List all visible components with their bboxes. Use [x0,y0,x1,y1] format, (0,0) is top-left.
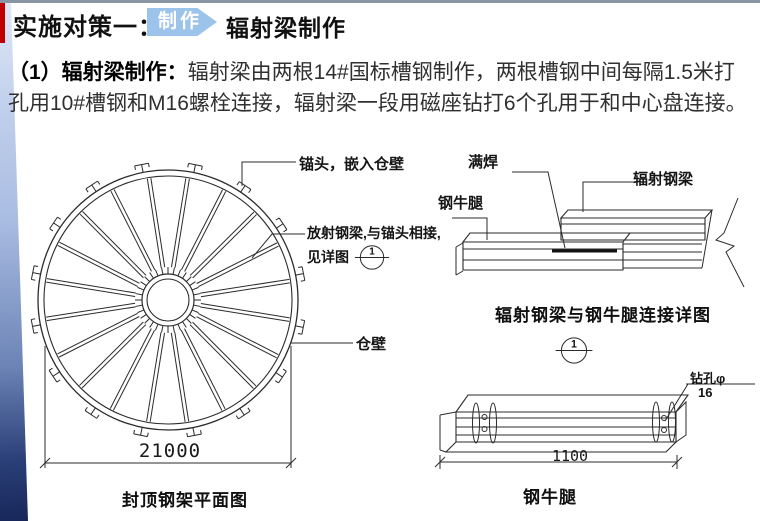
wall-label: 仓壁 [356,336,387,353]
radial-beam-label-line2: 见详图 [307,249,349,265]
chevron-badge: 制作 [147,8,217,36]
left-end-plate [473,403,497,443]
slide-subtitle: 辐射梁制作 [226,15,346,41]
detail-caption: 辐射钢梁与钢牛腿连接详图 [495,306,711,325]
plan-dimension-value: 21000 [138,440,202,462]
detail-number-icon: 1 [554,335,594,365]
anchor-label: 锚头，嵌入仓壁 [299,156,405,173]
corbel-dimension-value: 1100 [551,447,589,465]
header-accent-bar [0,3,5,43]
beam-label-leader-line [583,182,633,212]
paragraph-lead: （1）辐射梁制作： [8,61,188,84]
corbel-iso-drawing [440,395,688,452]
svg-text:1: 1 [369,247,375,258]
chevron-label: 制作 [158,11,203,32]
weld-label: 满焊 [468,154,499,171]
weld-leader-line [512,172,565,248]
corbel-caption: 钢牛腿 [523,488,577,507]
slide-title: 实施对策一： [13,14,163,41]
paragraph-body: 辐射梁由两根14#国标槽钢制作，两根槽钢中间每隔1.5米打孔用10#槽钢和M16… [8,61,747,115]
corbel-dimension-lines [435,455,682,469]
anchor-leader-line [242,162,296,186]
wheel-drawing [31,163,305,437]
top-rule [0,0,760,3]
svg-text:1: 1 [571,339,577,351]
hole-label-top: 钻孔φ [690,371,726,386]
corbel-diagram-svg [430,365,760,480]
break-symbol [716,198,744,287]
detail-reference-icon: 1 [354,243,390,271]
beam-leader-line [252,234,305,258]
radiation-beam-label: 辐射钢梁 [633,171,694,188]
hole-leader-line [665,384,755,421]
detail-diagram-svg [430,148,760,323]
hole-label-bottom: 16 [698,385,713,400]
corbel-label: 钢牛腿 [438,195,484,212]
plan-caption: 封顶钢架平面图 [122,491,248,510]
radial-beam-label-line1: 放射钢梁,与锚头相接, [307,225,441,241]
body-paragraph: （1）辐射梁制作：辐射梁由两根14#国标槽钢制作，两根槽钢中间每隔1.5米打孔用… [8,57,748,119]
corbel-label-leader-line [452,218,487,240]
corbel-beam-drawing [456,233,630,275]
radiation-beam-drawing [561,210,712,268]
plan-dimension-lines [40,346,296,468]
right-end-plate [653,402,676,442]
plan-diagram-svg [15,150,415,515]
